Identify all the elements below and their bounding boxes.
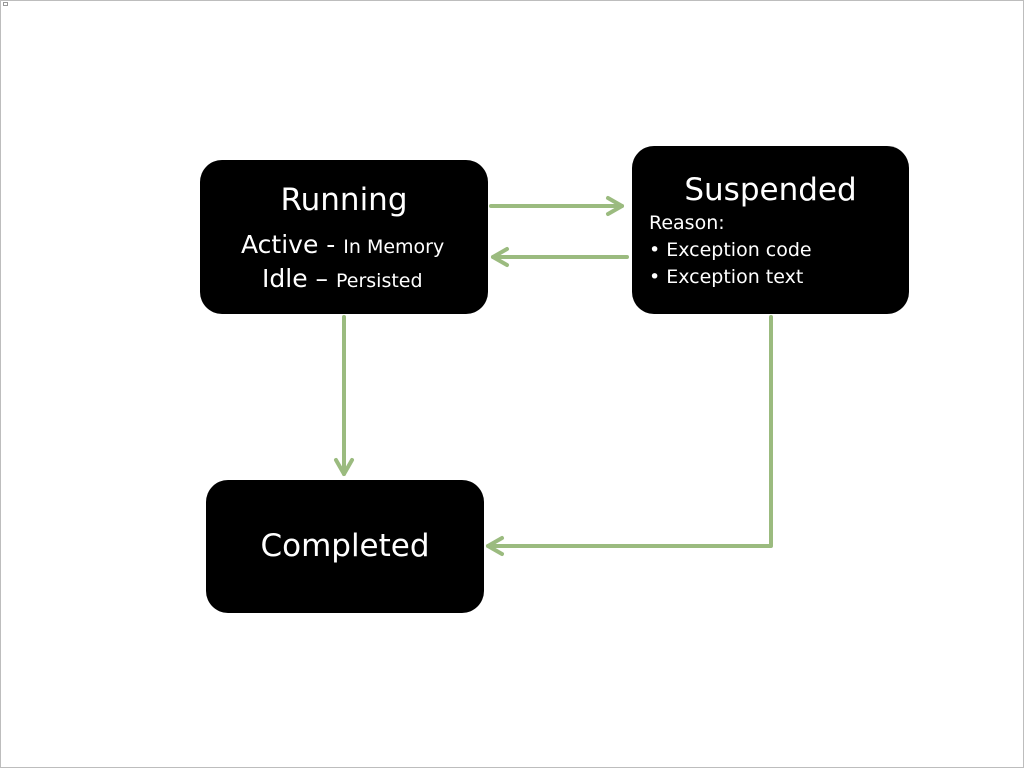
state-running-title: Running <box>280 182 408 218</box>
arrow-suspended-to-completed <box>486 315 773 548</box>
suspended-bullet-exception-code: • Exception code <box>649 239 812 261</box>
idle-separator: – <box>307 264 336 293</box>
state-suspended: Suspended Reason: • Exception code • Exc… <box>632 146 909 314</box>
active-label: Active <box>241 230 319 259</box>
arrow-suspended-to-running-head <box>491 247 509 267</box>
arrow-suspended-to-completed-head <box>486 536 504 556</box>
idle-detail: Persisted <box>335 270 423 292</box>
state-running: Running Active - In Memory Idle – Persis… <box>200 160 488 314</box>
arrow-running-to-completed-head <box>334 458 354 476</box>
state-suspended-title: Suspended <box>684 172 857 208</box>
slide-thumbnail-icon <box>3 2 8 6</box>
state-running-idle-line: Idle – Persisted <box>262 264 423 293</box>
arrow-running-to-suspended-head <box>606 196 624 216</box>
active-detail: In Memory <box>343 236 445 258</box>
active-separator: - <box>318 230 344 259</box>
state-completed-title: Completed <box>260 528 430 564</box>
idle-label: Idle <box>262 264 308 293</box>
suspended-bullet-exception-text: • Exception text <box>649 266 804 288</box>
suspended-reason-label: Reason: <box>649 212 725 234</box>
state-completed: Completed <box>206 480 484 613</box>
state-running-active-line: Active - In Memory <box>241 230 444 259</box>
